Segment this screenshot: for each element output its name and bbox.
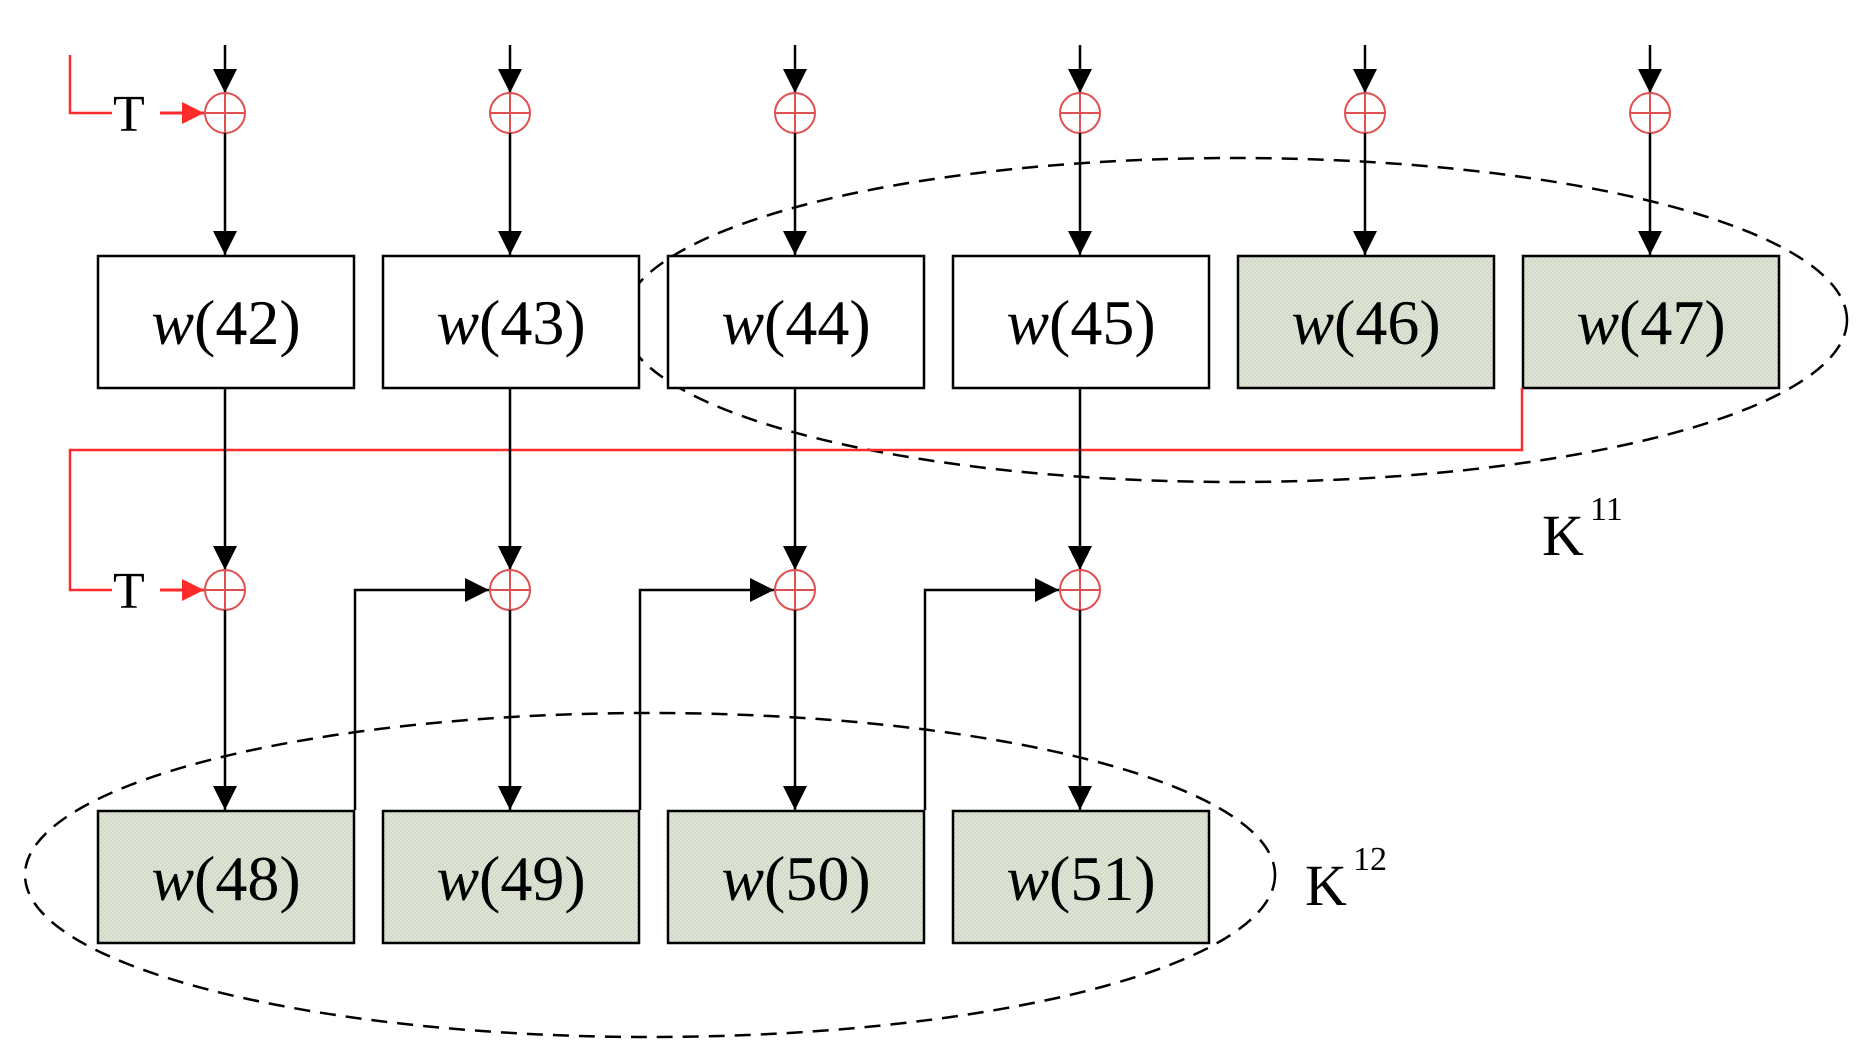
k12-label: K 12 <box>1305 841 1387 918</box>
xor-icon <box>1344 92 1386 134</box>
word-label-43: w(43) <box>436 287 585 358</box>
xor-to-top-box-arrows <box>213 133 1662 255</box>
word-label-51: w(51) <box>1006 843 1155 914</box>
xor-icon <box>489 92 531 134</box>
xor-icon <box>1059 569 1101 611</box>
svg-text:K: K <box>1542 503 1584 568</box>
word-label-44: w(44) <box>721 287 870 358</box>
xor-icon <box>1059 92 1101 134</box>
xor-icon <box>774 92 816 134</box>
word-label-48: w(48) <box>151 843 300 914</box>
word-box-42 <box>96 254 356 390</box>
bottom-word-row: w(48) w(49) w(50) w(51) <box>96 809 1211 945</box>
transform-label-top: T <box>113 86 145 143</box>
word-box-51 <box>951 809 1211 945</box>
svg-text:12: 12 <box>1353 841 1387 878</box>
word-box-47 <box>1521 254 1781 390</box>
word-label-47: w(47) <box>1576 287 1725 358</box>
word-box-46 <box>1236 254 1496 390</box>
word-label-50: w(50) <box>721 843 870 914</box>
word-label-45: w(45) <box>1006 287 1155 358</box>
word-label-49: w(49) <box>436 843 585 914</box>
top-input-arrows <box>213 45 1662 93</box>
xor-icon <box>1629 92 1671 134</box>
middle-xor-row <box>204 569 1101 611</box>
xor-icon <box>489 569 531 611</box>
xor-icon <box>204 569 246 611</box>
xor-icon <box>774 569 816 611</box>
top-word-row: w(42) w(43) w(44) w(45) w(46) w(47) <box>96 254 1781 390</box>
k11-label: K 11 <box>1542 491 1623 568</box>
word-label-46: w(46) <box>1291 287 1440 358</box>
word-box-43 <box>381 254 641 390</box>
word-box-44 <box>666 254 926 390</box>
chain-feedback-arrows <box>353 578 1059 810</box>
k12-group-ellipse <box>23 711 1277 1039</box>
svg-text:K: K <box>1305 853 1347 918</box>
k11-group-ellipse <box>621 156 1849 484</box>
word-box-49 <box>381 809 641 945</box>
word-box-45 <box>951 254 1211 390</box>
svg-text:11: 11 <box>1590 491 1623 528</box>
xor-icon <box>204 92 246 134</box>
word-box-50 <box>666 809 926 945</box>
feedback-line-w47 <box>68 388 1524 592</box>
mid-xor-to-bottom-box-arrows <box>213 610 1092 810</box>
top-box-to-mid-xor-arrows <box>213 388 1092 570</box>
transform-label-bottom: T <box>113 563 145 620</box>
top-t-feed: T <box>68 55 204 143</box>
word-box-48 <box>96 809 356 945</box>
word-label-42: w(42) <box>151 287 300 358</box>
top-xor-row <box>204 92 1671 134</box>
